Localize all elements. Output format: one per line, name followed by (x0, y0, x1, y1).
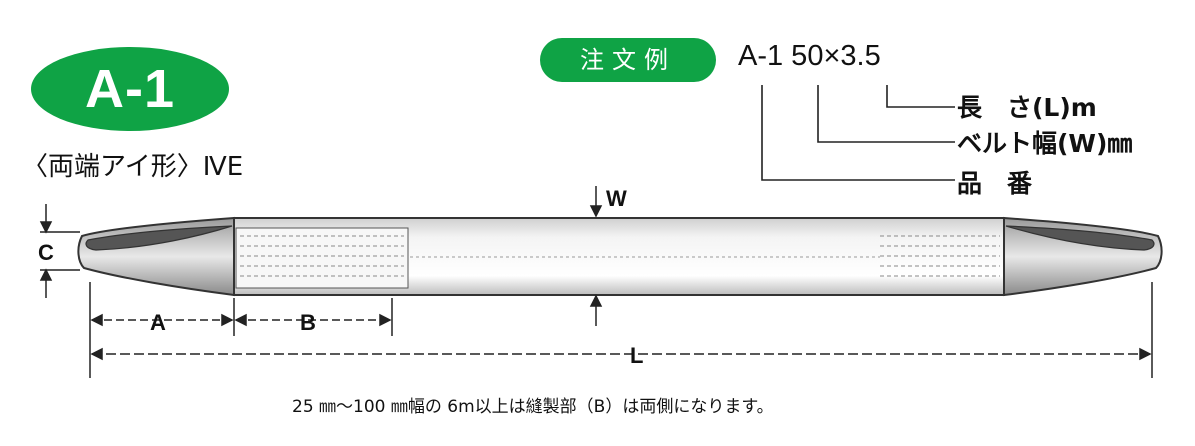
dimension-label-b: B (300, 310, 316, 335)
order-example-code: A-1 50×3.5 (738, 40, 881, 72)
dimension-label-a: A (150, 310, 166, 335)
dimension-label-l: L (630, 343, 644, 368)
legend-belt-width: ベルト幅(W)㎜ (957, 129, 1133, 158)
leader-length (886, 85, 955, 108)
product-code-badge-shape (31, 47, 229, 131)
sling-type-subtitle: 〈両端アイ形〉ⅣE (22, 152, 244, 182)
dimension-label-c: C (38, 240, 54, 265)
order-example-label: 注文例 (540, 38, 716, 82)
legend-length: 長 さ(L)m (957, 93, 1097, 122)
stitched-section-left (235, 227, 409, 289)
footnote: 25 ㎜〜100 ㎜幅の 6m以上は縫製部（B）は両側になります。 (292, 397, 774, 417)
leader-product-code (761, 85, 955, 181)
legend-product-code: 品 番 (957, 169, 1033, 198)
product-code-badge: A-1 (84, 59, 175, 119)
dimension-label-w: W (606, 186, 627, 211)
leader-width (817, 85, 955, 143)
